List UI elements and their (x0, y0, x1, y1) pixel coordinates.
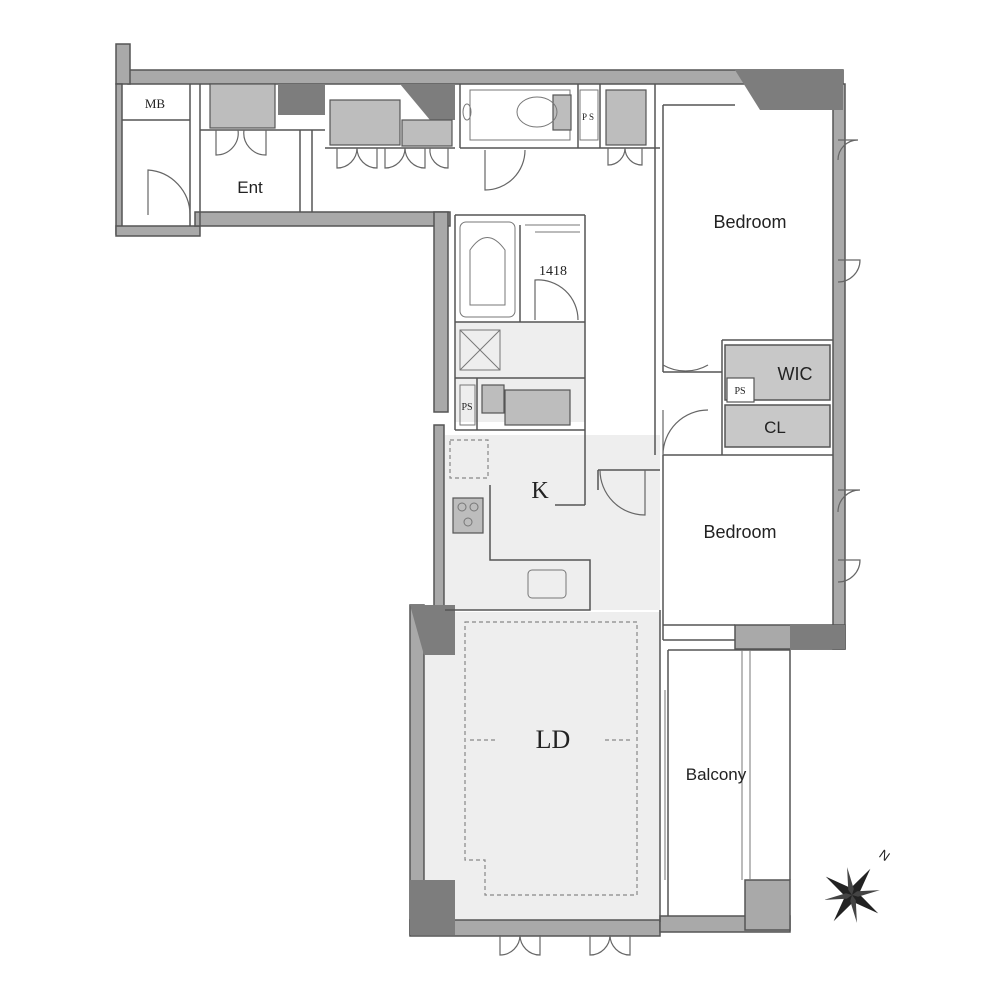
shoe-door-1 (215, 129, 239, 156)
wall-balcony-column (744, 879, 791, 931)
bedroom-north-door (662, 320, 709, 372)
ld-window-4 (609, 934, 631, 956)
shoe-door-2 (243, 129, 267, 156)
label-mb: MB (145, 96, 166, 111)
shoe-cabinet (209, 83, 276, 129)
ps-wic-box (726, 377, 755, 403)
window-bed2-a (837, 489, 861, 513)
wall-left-ent (115, 83, 123, 235)
label-kitchen: K (531, 478, 549, 504)
column-ld-nw (410, 605, 455, 655)
entry-door (147, 169, 191, 216)
ld-window-1 (499, 934, 521, 956)
closet-door-4 (404, 147, 426, 169)
fridge-space (449, 439, 489, 479)
fixtures (209, 83, 831, 896)
closet-door-2 (356, 147, 378, 169)
closet-block (724, 404, 831, 448)
label-bedroom-north: Bedroom (713, 212, 786, 232)
bathtub (459, 221, 516, 318)
walls (115, 43, 846, 937)
toilet-door (484, 149, 526, 191)
floor-areas (425, 322, 660, 922)
hall-closet-2 (401, 119, 453, 147)
toilet-tank (552, 94, 572, 131)
living-dining-floor (425, 612, 660, 922)
column-se (790, 625, 845, 649)
storage-door-1 (607, 147, 626, 166)
wall-top (127, 69, 844, 85)
hall-closet-1 (329, 99, 401, 146)
bathtub-basin (469, 237, 506, 306)
column-ne (735, 70, 843, 110)
bedroom-south-door (662, 409, 709, 456)
column-hall-2 (400, 84, 455, 120)
kitchen-sink (527, 569, 567, 599)
window-bed1-b (837, 259, 861, 283)
kitchen-counter (445, 485, 591, 611)
wall-ent-bottom-b (194, 211, 451, 227)
ld-ceiling-line (464, 621, 638, 896)
label-bath-size: 1418 (539, 264, 567, 279)
label-ps-wic: PS (734, 386, 745, 397)
label-balcony: Balcony (686, 765, 747, 784)
label-entrance: Ent (237, 178, 263, 197)
wall-mb-stub (115, 43, 131, 85)
compass: N (824, 846, 893, 923)
wall-corridor-left (433, 211, 449, 413)
window-bed1-a (837, 139, 859, 161)
kitchen-door (599, 469, 646, 516)
vanity-side (481, 384, 505, 414)
wall-right (832, 83, 846, 650)
compass-star-icon (824, 867, 880, 923)
compass-north-label: N (876, 846, 892, 864)
storage-top (605, 89, 647, 146)
vanity-sink (504, 389, 571, 426)
ps-box-top (579, 89, 599, 141)
label-ps-wash: PS (461, 402, 472, 413)
toilet-paper (462, 103, 472, 121)
closet-door-1 (336, 147, 358, 169)
wall-ent-bottom-a (115, 225, 201, 237)
ld-window-2 (519, 934, 541, 956)
toilet-bowl (516, 96, 558, 128)
label-bedroom-south: Bedroom (703, 522, 776, 542)
label-wic: WIC (778, 364, 813, 384)
closet-door-5 (429, 147, 449, 169)
stove (452, 497, 484, 534)
washer-pan (459, 329, 501, 371)
label-ps-top: P S (582, 112, 594, 122)
closet-door-3 (384, 147, 406, 169)
column-ld-sw (410, 880, 455, 935)
bath-door (534, 279, 579, 321)
label-closet: CL (764, 418, 786, 437)
window-bed2-b (837, 559, 861, 583)
doors (147, 129, 861, 956)
column-hall (278, 84, 325, 115)
ld-window-3 (589, 934, 611, 956)
wall-kitchen-left (433, 424, 445, 611)
label-living-dining: LD (536, 725, 571, 754)
partitions (122, 84, 833, 922)
storage-door-2 (624, 147, 643, 166)
labels: MB Ent Bedroom 1418 WIC CL P S PS PS K B… (145, 96, 813, 784)
ps-wash-box (459, 384, 476, 426)
